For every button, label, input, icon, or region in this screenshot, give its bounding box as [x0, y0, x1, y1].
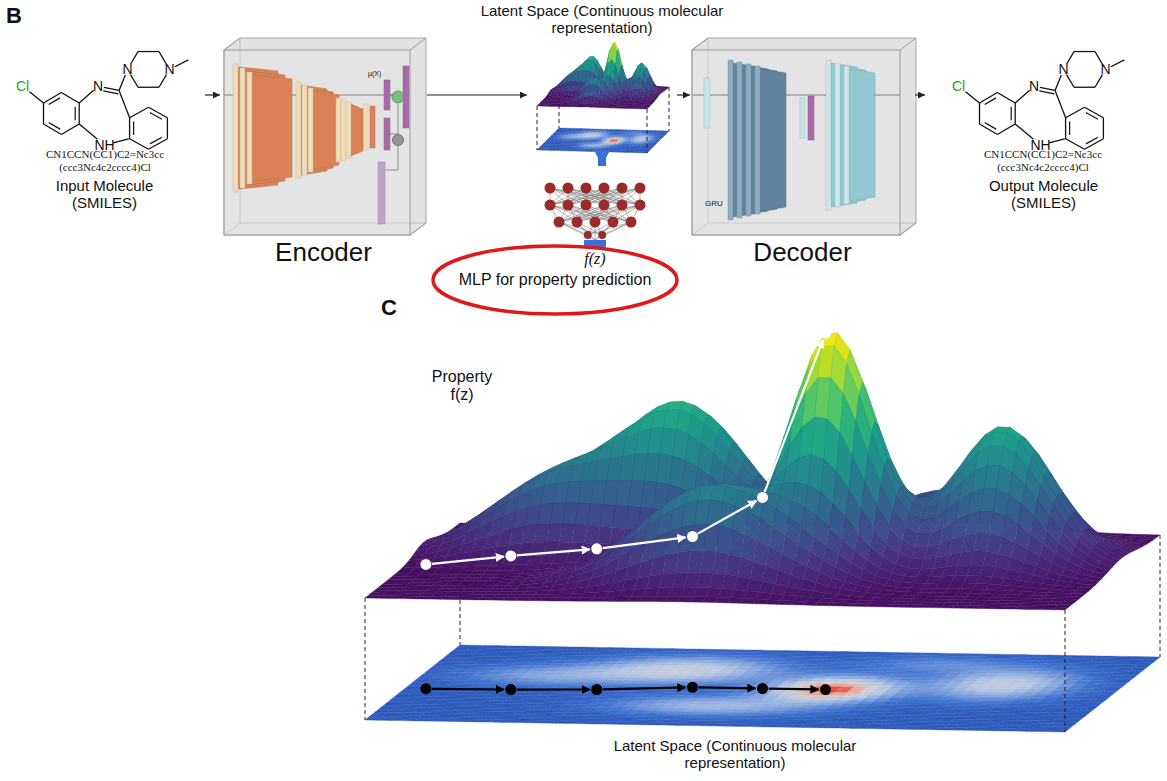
figure-stage: CN1CCN(CC1)C2=Nc3cc (ccc3Nc4c2cccc4)ClIn… — [0, 0, 1167, 781]
